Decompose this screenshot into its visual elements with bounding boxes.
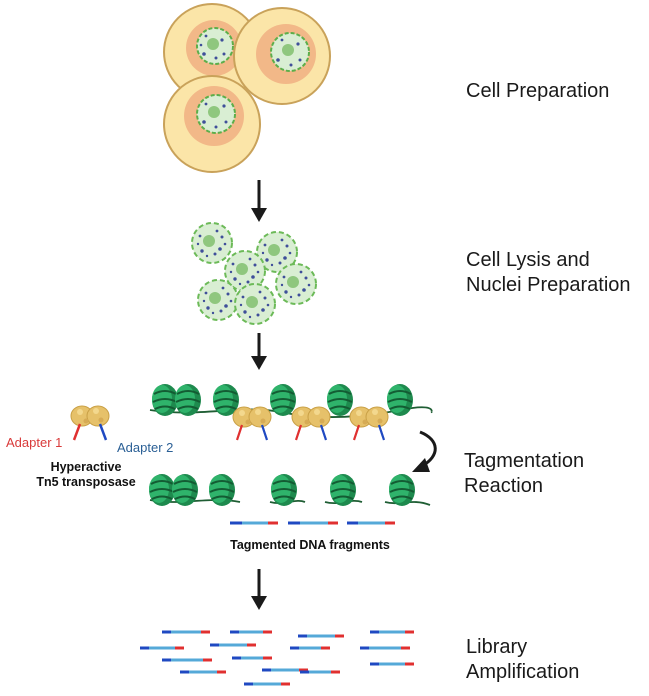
adapter1-label: Adapter 1 [6, 435, 62, 450]
down-arrow-icon [251, 333, 267, 370]
nucleosome-icon [174, 383, 202, 417]
fragments-label: Tagmented DNA fragments [230, 538, 390, 552]
step-label-lysis-line1: Cell Lysis and [466, 249, 590, 271]
nucleosome-icon [151, 383, 179, 417]
tn5-icon [291, 406, 331, 428]
cell-icon [163, 75, 261, 173]
nucleus-icon [197, 279, 239, 321]
step-label-library-line1: Library [466, 636, 527, 658]
nucleosome-icon [326, 383, 354, 417]
cell-icon [163, 3, 261, 101]
nucleosome-icon [208, 473, 236, 507]
tn5-icon [349, 406, 389, 428]
step-label-lysis-line2: Nuclei Preparation [466, 274, 631, 296]
adapter2-label: Adapter 2 [117, 440, 173, 455]
nucleosome-icon [171, 473, 199, 507]
nuclei-cluster [191, 222, 317, 325]
nucleus-icon [234, 283, 276, 325]
nucleosome-icon [386, 383, 414, 417]
chromatin-with-tn5 [149, 383, 433, 441]
transposase-label-line2: Tn5 transposase [36, 475, 135, 489]
nucleosome-icon [148, 473, 176, 507]
transposase-label-line1: Hyperactive [51, 460, 122, 474]
nucleus-icon [275, 263, 317, 305]
nucleosome-icon [269, 383, 297, 417]
step-label-library-line2: Amplification [466, 661, 579, 683]
down-arrow-icon [251, 569, 267, 610]
tn5-transposase-icon [70, 405, 110, 441]
amplified-library-fragments [140, 630, 414, 686]
step-label-tagmentation-line1: Tagmentation [464, 450, 584, 472]
nucleosome-icon [388, 473, 416, 507]
nucleosome-icon [329, 473, 357, 507]
nucleosome-icon [270, 473, 298, 507]
fragmented-chromatin [148, 473, 431, 507]
tn5-icon [232, 406, 272, 428]
step-label-tagmentation-line2: Reaction [464, 475, 543, 497]
cell-icon [233, 7, 331, 105]
down-arrow-icon [251, 180, 267, 222]
cell-group [163, 3, 331, 173]
curved-arrow-icon [412, 430, 437, 472]
step-label-cell-preparation: Cell Preparation [466, 80, 609, 102]
nucleus-icon [191, 222, 233, 264]
